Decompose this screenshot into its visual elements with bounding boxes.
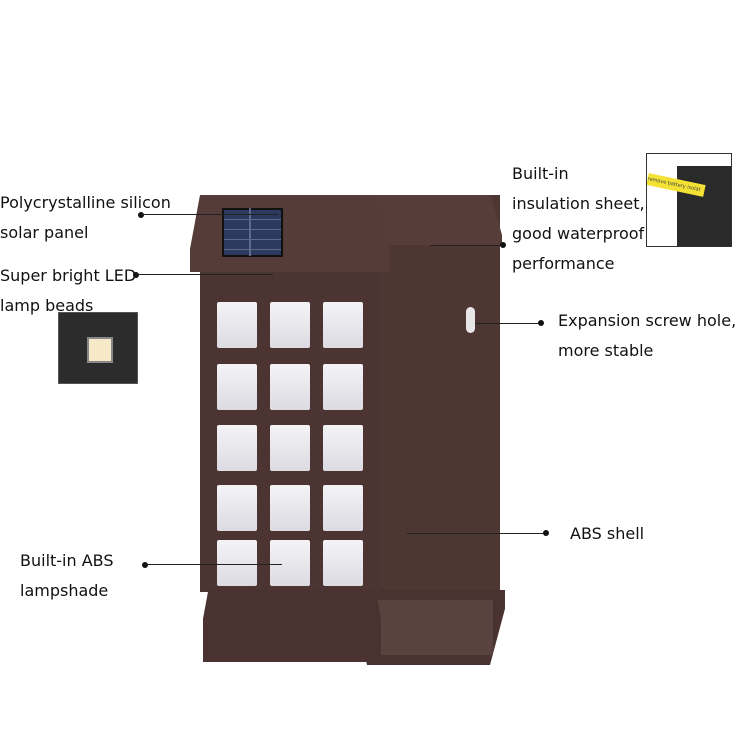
led-inset-image [58,312,138,384]
lamp-cap [190,195,390,272]
callout-solar-panel: Polycrystalline silicon solar panel [0,193,171,242]
callout-screw-hole: Expansion screw hole, more stable [558,311,737,360]
callout-insulation: Built-in insulation sheet, good waterpro… [512,164,645,273]
callout-lampshade: Built-in ABS lampshade [20,551,114,600]
callout-shell: ABS shell [570,524,645,543]
lamp-base [203,590,381,662]
callout-led: Super bright LED lamp beads [0,266,137,315]
solar-panel [222,208,283,257]
insulation-inset-image: remove battery isolat [646,153,732,247]
screw-hole [466,307,475,333]
